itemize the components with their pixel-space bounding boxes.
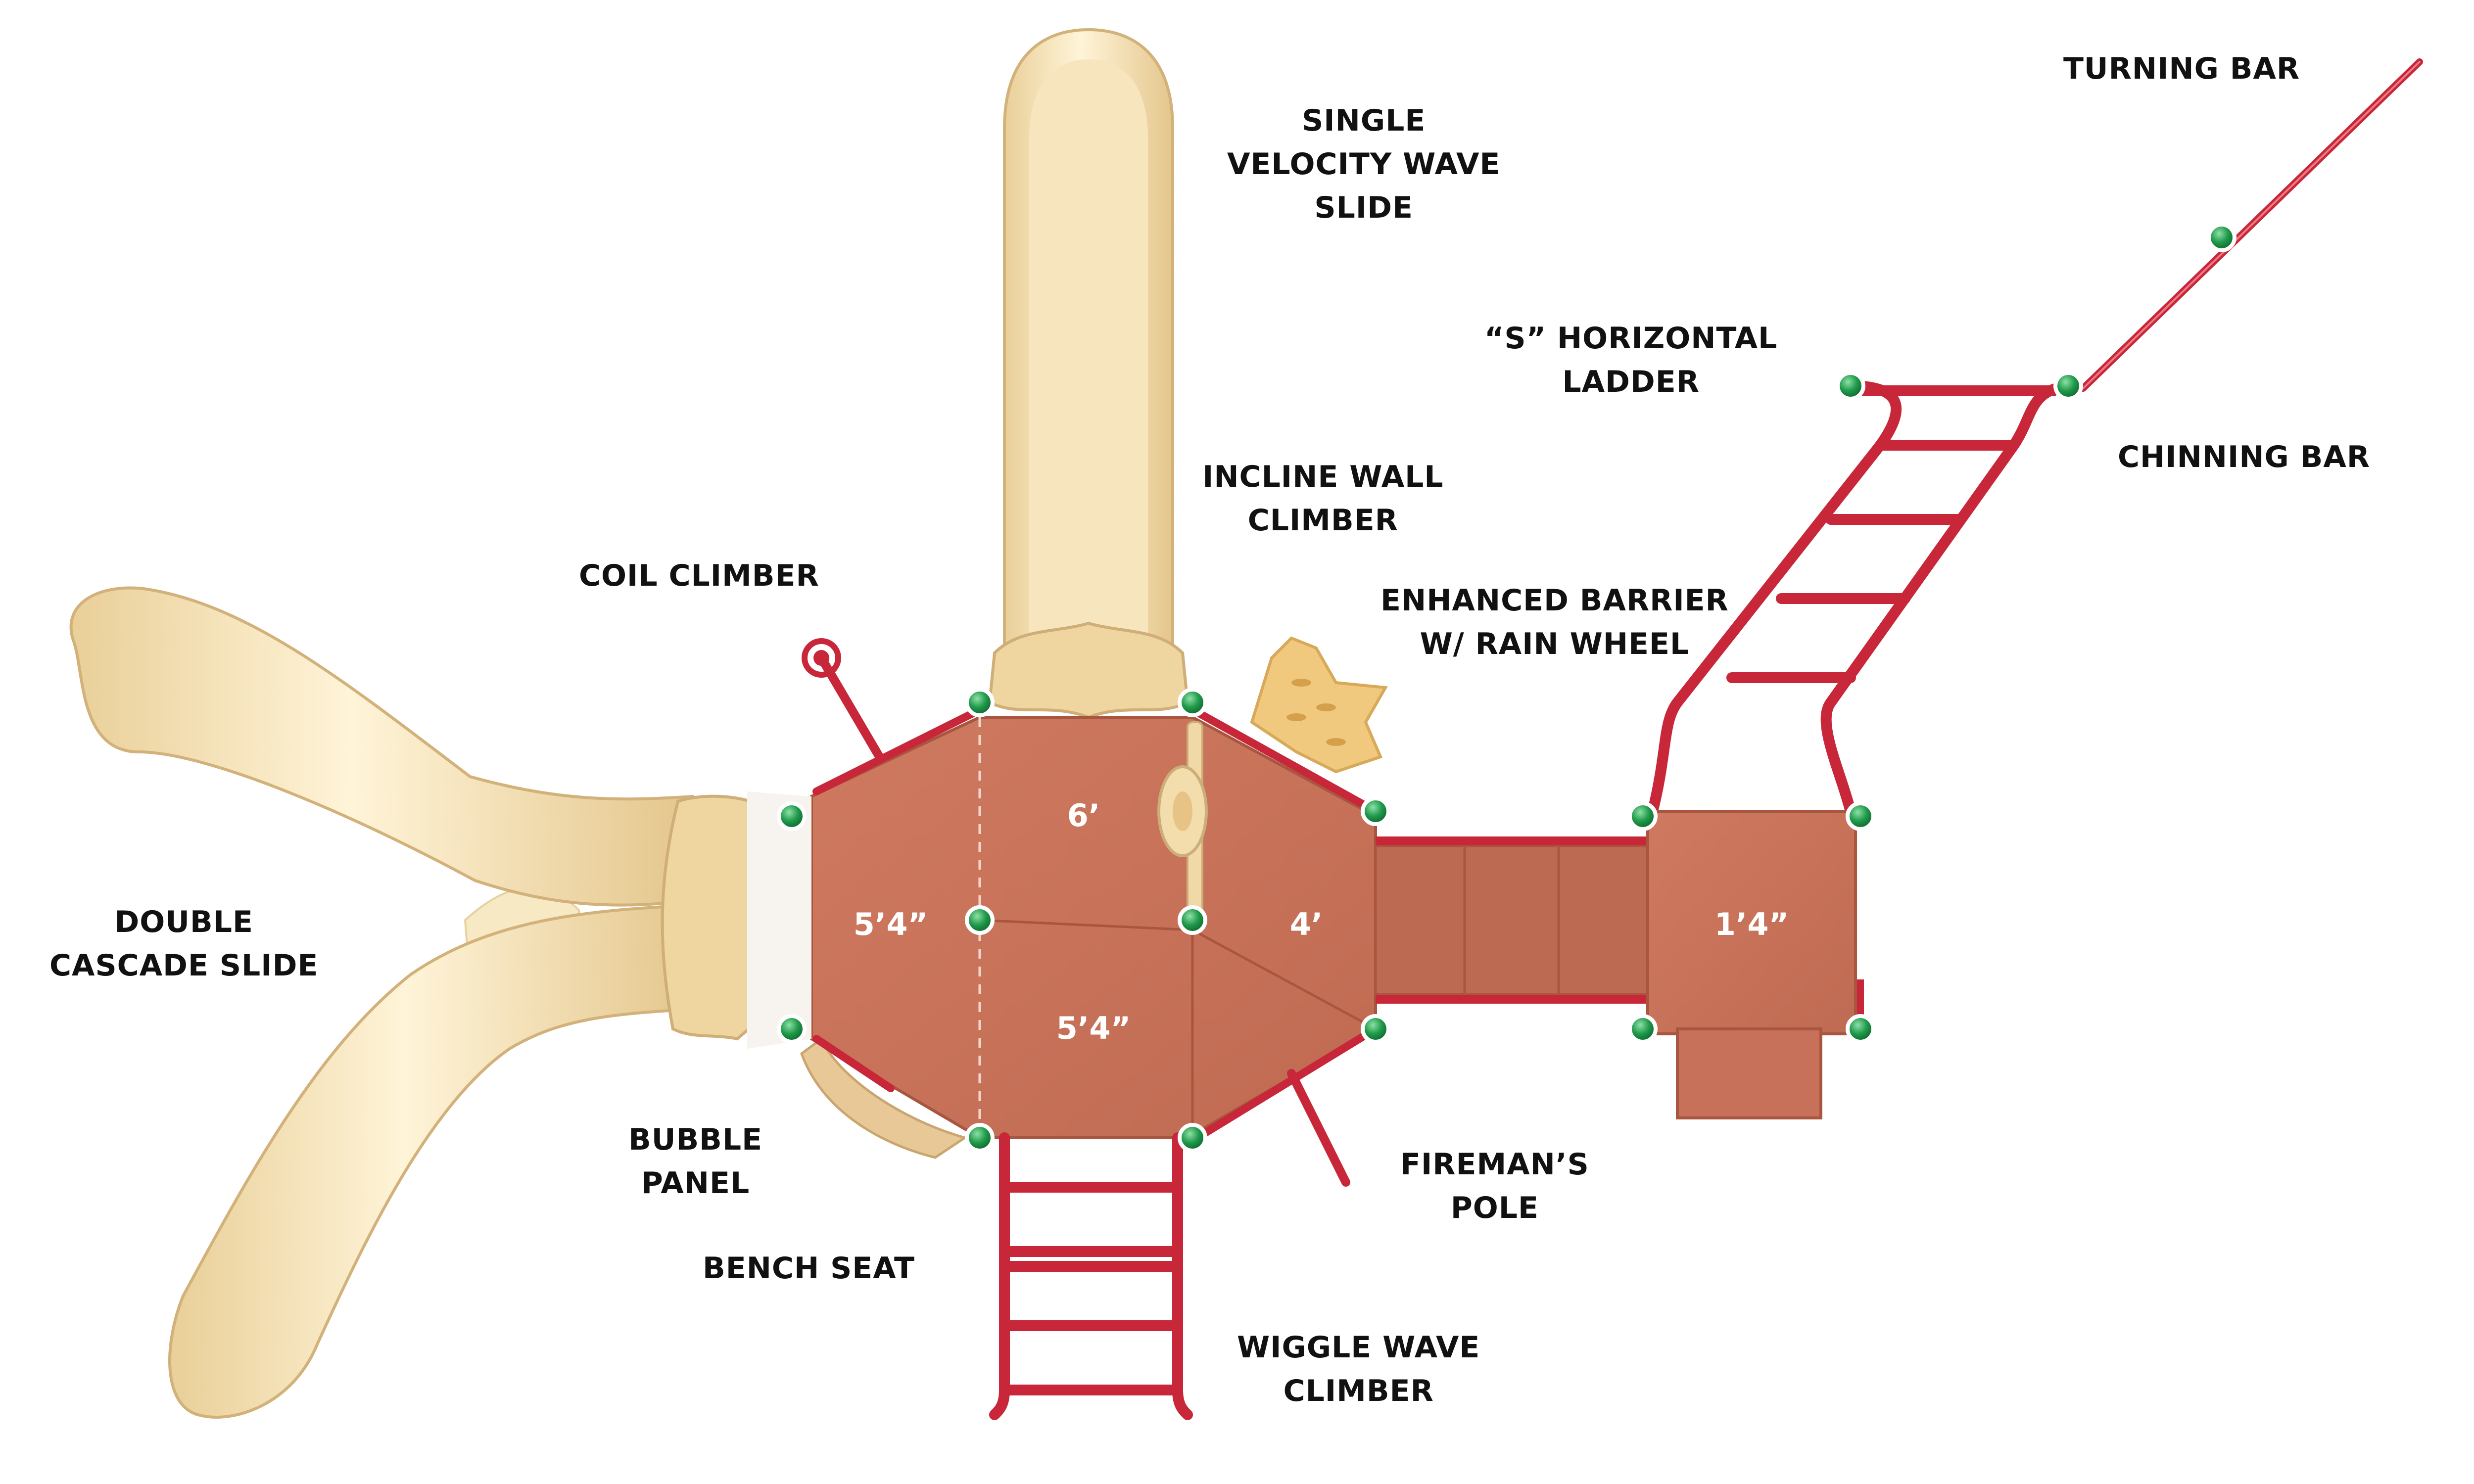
enhanced-barrier <box>1157 721 1208 931</box>
post-cap <box>1846 1014 1875 1044</box>
deck-label-right-small: 4’ <box>1290 906 1323 942</box>
deck-label-bottom-center: 5’4” <box>1056 1010 1131 1046</box>
label-s-horizontal-ladder: “S” HORIZONTAL LADDER <box>1484 321 1778 399</box>
coil-climber <box>802 638 893 776</box>
label-bench-seat: BENCH SEAT <box>703 1251 915 1286</box>
post-cap <box>965 1123 995 1153</box>
wiggle-wave-climber <box>989 1132 1193 1420</box>
post-cap <box>965 905 995 935</box>
deck-label-top-center: 6’ <box>1067 797 1100 834</box>
label-incline-wall-climber: INCLINE WALL CLIMBER <box>1202 460 1444 538</box>
s-horizontal-ladder <box>1647 380 2074 817</box>
label-double-cascade-slide: DOUBLE CASCADE SLIDE <box>49 905 319 983</box>
single-velocity-wave-slide <box>988 28 1189 719</box>
post-cap <box>1628 801 1658 831</box>
double-cascade-slide <box>69 586 784 1419</box>
post-cap <box>1178 688 1207 717</box>
post-caps <box>777 223 2236 1153</box>
main-deck <box>747 716 1377 1139</box>
post-cap <box>1361 796 1390 826</box>
post-cap <box>1628 1014 1658 1044</box>
label-chinning-bar: CHINNING BAR <box>2118 440 2371 474</box>
label-enhanced-barrier: ENHANCED BARRIER W/ RAIN WHEEL <box>1380 583 1729 661</box>
post-cap <box>1361 1014 1390 1044</box>
label-turning-bar: TURNING BAR <box>2063 51 2300 86</box>
firemans-pole <box>1287 1069 1350 1187</box>
label-wiggle-wave-climber: WIGGLE WAVE CLIMBER <box>1237 1330 1480 1408</box>
incline-wall-climber <box>1250 636 1388 774</box>
post-cap <box>1846 801 1875 831</box>
label-coil-climber: COIL CLIMBER <box>579 558 819 593</box>
deck-label-far-right: 1’4” <box>1714 906 1789 942</box>
label-bubble-panel: BUBBLE PANEL <box>628 1122 763 1201</box>
walkway-bridge <box>1374 836 1654 1004</box>
post-cap <box>1178 905 1207 935</box>
label-single-velocity-wave-slide: SINGLE VELOCITY WAVE SLIDE <box>1227 103 1501 225</box>
post-cap <box>965 688 995 717</box>
post-cap <box>777 1014 807 1044</box>
bubble-panel <box>800 1037 968 1159</box>
post-cap <box>1836 371 1865 401</box>
post-cap <box>777 801 807 831</box>
post-cap <box>2207 223 2236 252</box>
post-cap <box>1178 1123 1207 1153</box>
label-firemans-pole: FIREMAN’S POLE <box>1400 1147 1589 1225</box>
far-right-deck <box>1646 810 1864 1119</box>
deck-label-left: 5’4” <box>854 906 928 942</box>
turning-bar <box>2080 58 2423 392</box>
post-cap <box>2053 371 2083 401</box>
deck-rails <box>812 708 1380 1142</box>
